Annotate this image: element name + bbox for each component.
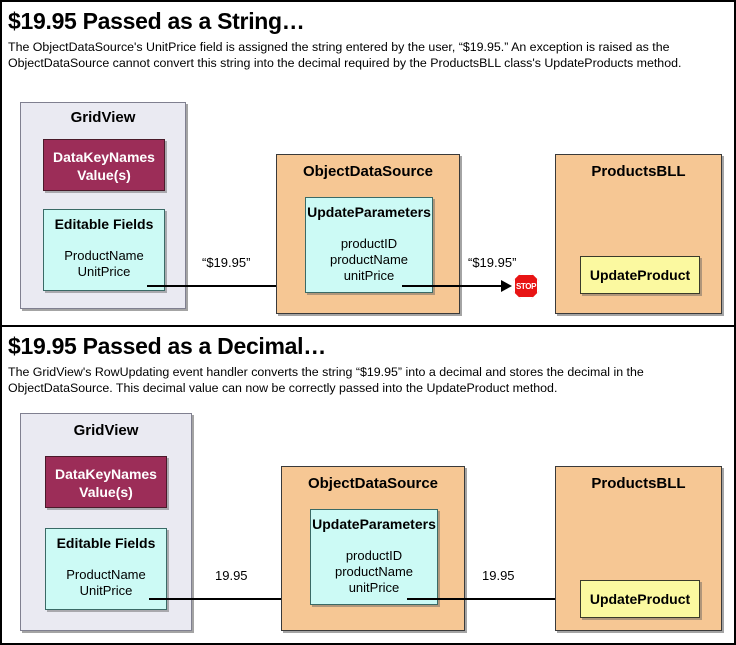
- arrowhead-ods-to-stop-1: [501, 280, 512, 292]
- editable-fields-list-1: ProductName UnitPrice: [44, 248, 164, 280]
- objectdatasource-box-1[interactable]: ObjectDataSource UpdateParameters produc…: [276, 154, 460, 314]
- update-param-productid-2: productID: [345, 548, 403, 563]
- updateparameters-title-2: UpdateParameters: [312, 516, 436, 532]
- datakeynames-box-2[interactable]: DataKeyNames Value(s): [45, 456, 167, 508]
- edge-label-ods-to-bll-1: “$19.95”: [468, 255, 517, 270]
- updateproduct-method-label-2: UpdateProduct: [589, 591, 691, 607]
- datakeynames-line2-2: Value(s): [79, 484, 133, 500]
- editable-fields-box-1[interactable]: Editable Fields ProductName UnitPrice: [43, 209, 165, 291]
- section-2-description: The GridView's RowUpdating event handler…: [8, 365, 644, 395]
- gridview-box-2[interactable]: GridView DataKeyNames Value(s) Editable …: [20, 413, 192, 631]
- datakeynames-line2-1: Value(s): [77, 167, 131, 183]
- stop-sign-label: STOP: [515, 281, 537, 291]
- editable-fields-title-2: Editable Fields: [56, 535, 156, 551]
- edge-line-ods-to-bll-2: [407, 598, 568, 600]
- updateparameters-list-1: productID productName unitPrice: [306, 236, 432, 284]
- updateproduct-method-box-2[interactable]: UpdateProduct: [580, 580, 700, 618]
- editable-fields-box-2[interactable]: Editable Fields ProductName UnitPrice: [45, 528, 167, 610]
- section-1-title: $19.95 Passed as a String…: [8, 8, 305, 34]
- update-param-productid-1: productID: [340, 236, 398, 251]
- editable-field-productname-2: ProductName: [66, 567, 146, 582]
- updateparameters-box-2[interactable]: UpdateParameters productID productName u…: [310, 509, 438, 605]
- datakeynames-lines-2: DataKeyNames Value(s): [46, 465, 166, 501]
- objectdatasource-title-2: ObjectDataSource: [307, 475, 439, 492]
- section-2-title: $19.95 Passed as a Decimal…: [8, 333, 326, 359]
- update-param-unitprice-2: unitPrice: [348, 580, 400, 595]
- updateparameters-box-1[interactable]: UpdateParameters productID productName u…: [305, 197, 433, 293]
- update-param-productname-1: productName: [329, 252, 409, 267]
- objectdatasource-title-1: ObjectDataSource: [302, 163, 434, 180]
- objectdatasource-box-2[interactable]: ObjectDataSource UpdateParameters produc…: [281, 466, 465, 631]
- productsbll-title-1: ProductsBLL: [591, 163, 686, 180]
- editable-field-unitprice-2: UnitPrice: [79, 583, 133, 598]
- editable-field-productname-1: ProductName: [64, 248, 144, 263]
- updateproduct-method-box-1[interactable]: UpdateProduct: [580, 256, 700, 294]
- updateparameters-title-1: UpdateParameters: [307, 204, 431, 220]
- edge-line-gridview-to-ods-1: [147, 285, 321, 287]
- section-1-description: The ObjectDataSource's UnitPrice field i…: [8, 40, 682, 70]
- edge-line-gridview-to-ods-2: [149, 598, 327, 600]
- editable-fields-list-2: ProductName UnitPrice: [46, 567, 166, 599]
- editable-fields-title-1: Editable Fields: [54, 216, 154, 232]
- stop-sign-icon: STOP: [513, 273, 539, 299]
- edge-label-gridview-to-ods-1: “$19.95”: [202, 255, 251, 270]
- update-param-productname-2: productName: [334, 564, 414, 579]
- gridview-box-1[interactable]: GridView DataKeyNames Value(s) Editable …: [20, 102, 186, 309]
- productsbll-box-2[interactable]: ProductsBLL UpdateProduct: [555, 466, 722, 631]
- gridview-title-2: GridView: [73, 422, 139, 439]
- section-decimal: $19.95 Passed as a Decimal… The GridView…: [2, 325, 734, 643]
- section-string: $19.95 Passed as a String… The ObjectDat…: [2, 2, 734, 325]
- updateproduct-method-label-1: UpdateProduct: [589, 267, 691, 283]
- edge-label-gridview-to-ods-2: 19.95: [215, 568, 248, 583]
- datakeynames-lines-1: DataKeyNames Value(s): [44, 148, 164, 184]
- update-param-unitprice-1: unitPrice: [343, 268, 395, 283]
- datakeynames-line1-2: DataKeyNames: [55, 466, 157, 482]
- productsbll-title-2: ProductsBLL: [591, 475, 686, 492]
- datakeynames-box-1[interactable]: DataKeyNames Value(s): [43, 139, 165, 191]
- gridview-title-1: GridView: [70, 109, 136, 126]
- edge-line-ods-to-stop-1: [402, 285, 506, 287]
- edge-label-ods-to-bll-2: 19.95: [482, 568, 515, 583]
- productsbll-box-1[interactable]: ProductsBLL UpdateProduct: [555, 154, 722, 314]
- datakeynames-line1-1: DataKeyNames: [53, 149, 155, 165]
- editable-field-unitprice-1: UnitPrice: [77, 264, 131, 279]
- updateparameters-list-2: productID productName unitPrice: [311, 548, 437, 596]
